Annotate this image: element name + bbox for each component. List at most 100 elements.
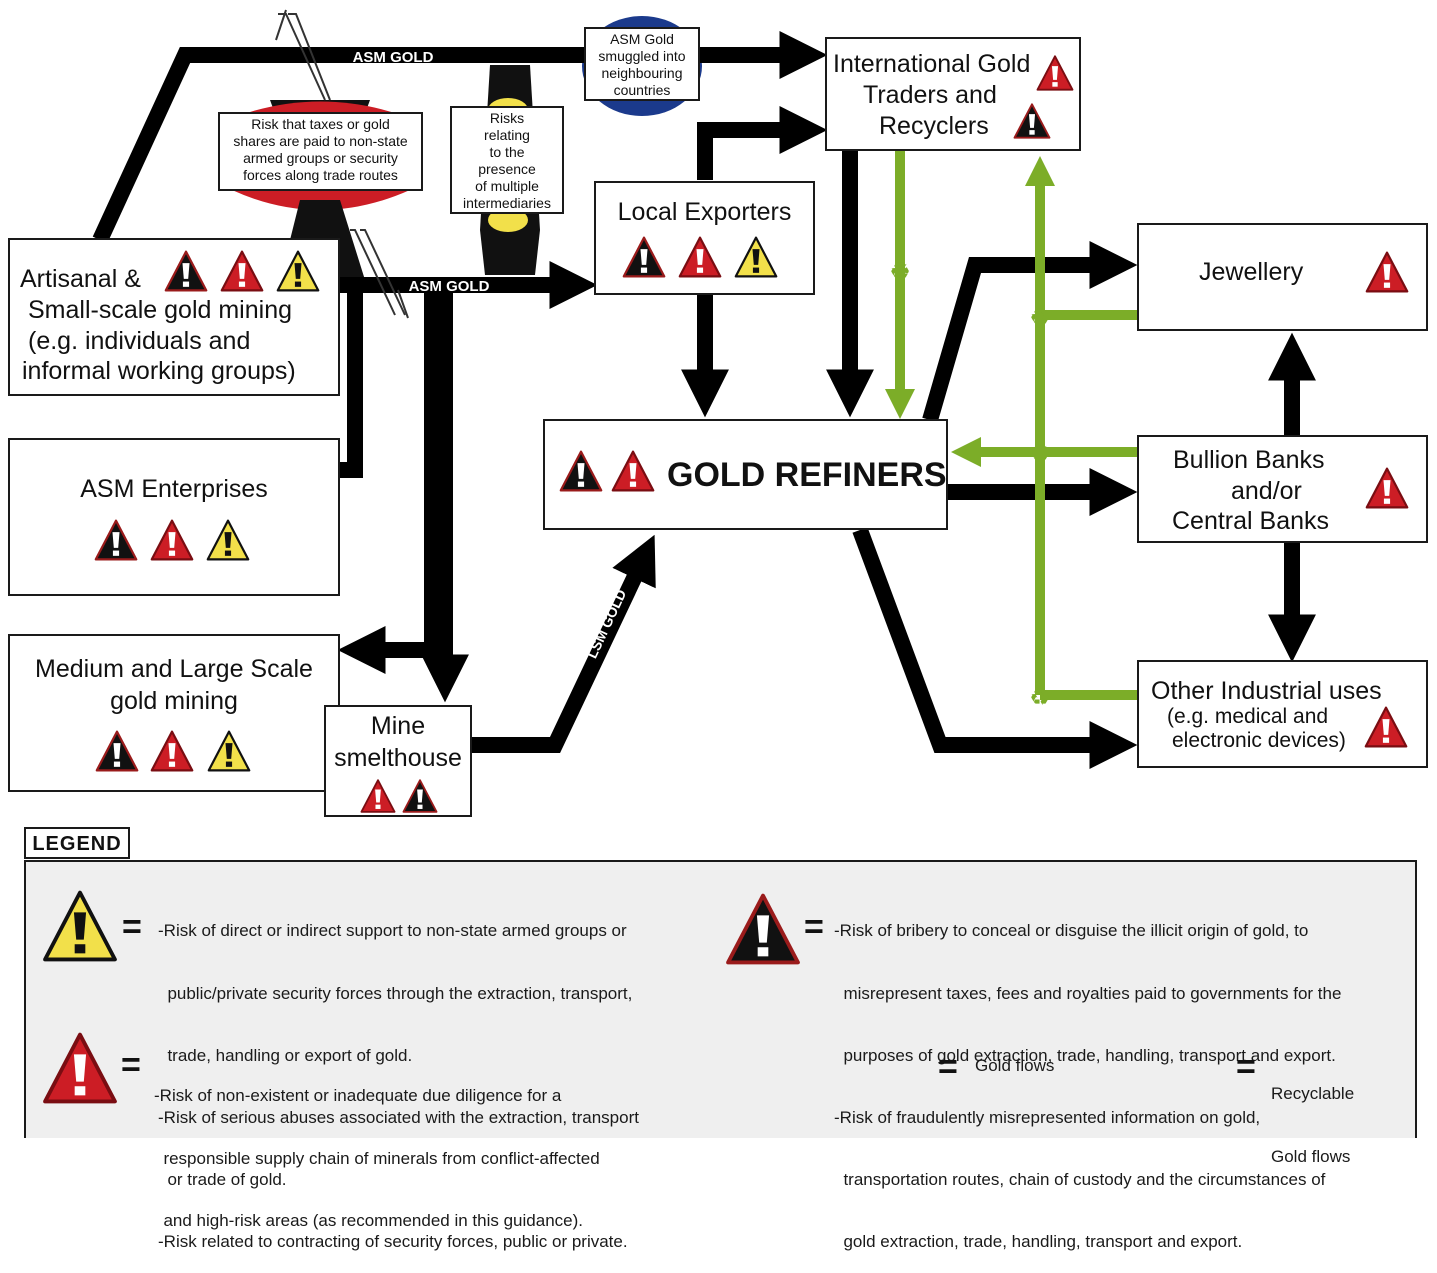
warning-red-icon: [360, 779, 396, 813]
intermediaries-note: Risks relating to the presence of multip…: [450, 106, 564, 214]
warning-red-icon: [1365, 251, 1409, 293]
intermediaries-line-1: Risks: [489, 110, 525, 126]
recycle-icon: ♻: [1029, 304, 1051, 331]
industrial-title: Other Industrial uses: [1151, 677, 1382, 705]
legend-yellow-line: trade, handling or export of gold.: [158, 1045, 413, 1065]
warning-yellow-icon: [276, 250, 320, 292]
smuggled-line-3: neighbouring: [601, 65, 683, 81]
intermediaries-line-2: relating: [484, 127, 530, 143]
taxes-line-3: armed groups or security: [243, 150, 398, 166]
legend-red-text: -Risk of non-existent or inadequate due …: [154, 1045, 600, 1252]
warning-black-icon: [402, 779, 438, 813]
legend-red-line: and high-risk areas (as recommended in t…: [154, 1210, 583, 1230]
smuggled-line-1: ASM Gold: [610, 31, 674, 47]
bullion-line-1: Bullion Banks: [1173, 446, 1325, 474]
legend-equals-recycle: =: [1236, 1048, 1256, 1086]
legend-black-text: -Risk of bribery to conceal or disguise …: [834, 880, 1341, 1273]
warning-yellow-icon: [43, 890, 117, 962]
legend-yellow-line: -Risk of serious abuses associated with …: [158, 1107, 639, 1127]
intermediaries-line-5: of multiple: [475, 178, 539, 194]
warning-red-icon: [150, 519, 194, 561]
recycle-icon: ♻: [889, 258, 911, 285]
legend-equals-red: =: [121, 1046, 141, 1084]
taxes-note: Risk that taxes or gold shares are paid …: [218, 112, 423, 191]
legend-yellow-line: -Risk of direct or indirect support to n…: [158, 921, 627, 941]
international-line-2: Traders and: [863, 81, 997, 109]
asm-enterprises-node: ASM Enterprises: [8, 438, 340, 596]
legend-black-line: misrepresent taxes, fees and royalties p…: [834, 983, 1342, 1003]
warning-red-icon: [220, 250, 264, 292]
international-line-3: Recyclers: [879, 112, 989, 140]
bullion-line-2: and/or: [1231, 477, 1302, 505]
flow-lsm: [472, 534, 656, 753]
legend-yellow-line: public/private security forces through t…: [158, 983, 633, 1003]
local-exporters-label: Local Exporters: [617, 198, 792, 226]
flow-to-medium-large: [337, 285, 440, 674]
artisanal-line-1: Artisanal &: [20, 265, 141, 293]
warning-black-icon: [94, 519, 138, 561]
warning-black-icon: [164, 250, 208, 292]
taxes-line-2: shares are paid to non-state: [233, 133, 408, 149]
legend-panel: [24, 860, 1417, 1138]
asm-gold-label-top: ASM GOLD: [353, 49, 434, 66]
recycle-icon: ♻: [1029, 684, 1051, 711]
legend-recyclable-line: Recyclable: [1271, 1084, 1355, 1104]
international-line-1: International Gold: [833, 50, 1031, 78]
warning-black-icon: [726, 893, 800, 965]
flow-asm-enterprises: [340, 285, 363, 478]
recycle-icons: ♻ ♻ ♻ ♻: [889, 258, 1051, 711]
medium-large-line-2: gold mining: [110, 687, 238, 715]
legend-black-line: -Risk of fraudulently misrepresented inf…: [834, 1107, 1261, 1127]
warning-yellow-icon: [734, 236, 778, 278]
warning-yellow-icon: [206, 519, 250, 561]
gold-refiners-label: GOLD REFINERS: [667, 456, 947, 494]
intermediaries-line-4: presence: [478, 161, 536, 177]
legend-gold-flows-label: Gold flows: [975, 1056, 1055, 1075]
bullion-line-3: Central Banks: [1172, 507, 1330, 535]
warning-red-icon: [43, 1032, 117, 1104]
recycle-flow-arrows: [885, 150, 1138, 700]
intermediaries-line-6: intermediaries: [463, 195, 551, 211]
warning-red-icon: [611, 450, 655, 492]
warning-black-icon: [95, 730, 139, 772]
industrial-sub-1: (e.g. medical and: [1167, 705, 1329, 728]
smelthouse-line-2: smelthouse: [334, 744, 462, 772]
smelthouse-node: Mine smelthouse: [324, 705, 472, 817]
bullion-node: Bullion Banks and/or Central Banks: [1137, 435, 1428, 543]
artisanal-line-3: (e.g. individuals and: [28, 327, 251, 355]
legend-black-line: purposes of gold extraction, trade, hand…: [834, 1045, 1336, 1065]
intermediaries-line-3: to the: [489, 144, 525, 160]
warning-black-icon: [559, 450, 603, 492]
smuggled-note: ASM Gold smuggled into neighbouring coun…: [584, 27, 700, 101]
smelthouse-line-1: Mine: [370, 712, 426, 740]
legend-red-line: responsible supply chain of minerals fro…: [154, 1148, 600, 1168]
artisanal-line-2: Small-scale gold mining: [28, 296, 293, 324]
legend-equals-black: =: [804, 908, 824, 946]
recycle-icon: ♻: [1029, 440, 1051, 467]
trade-route-markers: [275, 9, 409, 319]
artisanal-node: Artisanal & Small-scale gold mining (e.g…: [8, 238, 340, 396]
legend-black-line: transportation routes, chain of custody …: [834, 1169, 1326, 1189]
warning-red-icon: [678, 236, 722, 278]
asm-gold-label-mid: ASM GOLD: [409, 278, 490, 295]
legend-title: LEGEND: [24, 827, 130, 859]
medium-large-node: Medium and Large Scale gold mining: [8, 634, 340, 792]
warning-red-icon: [1365, 467, 1409, 509]
legend-black-line: gold extraction, trade, handling, transp…: [834, 1231, 1243, 1251]
asm-enterprises-label: ASM Enterprises: [80, 475, 268, 503]
gold-flow-arrows: [92, 31, 1316, 769]
industrial-sub-2: electronic devices): [1172, 729, 1346, 752]
flow-exporters-to-international: [697, 106, 828, 180]
flow-refiners-to-jewellery: [922, 241, 1138, 423]
warning-yellow-icon: [207, 730, 251, 772]
warning-black-icon: [622, 236, 666, 278]
warning-red-icon: [1364, 706, 1408, 748]
warning-red-icon: [150, 730, 194, 772]
legend-red-line: -Risk of non-existent or inadequate due …: [154, 1086, 562, 1106]
taxes-line-1: Risk that taxes or gold: [251, 116, 390, 132]
smuggled-line-4: countries: [613, 82, 671, 98]
industrial-node: Other Industrial uses (e.g. medical and …: [1137, 660, 1428, 768]
international-node: International Gold Traders and Recyclers: [825, 37, 1081, 151]
smuggled-line-2: smuggled into: [598, 48, 686, 64]
flow-refiners-to-industrial: [852, 527, 1138, 769]
